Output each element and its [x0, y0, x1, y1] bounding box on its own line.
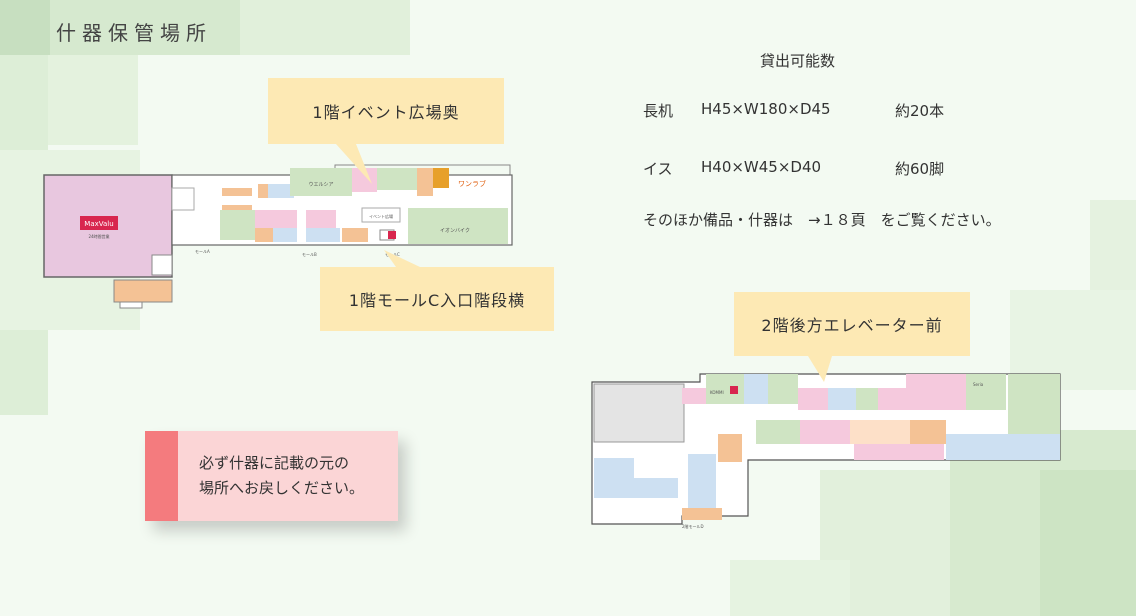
floor-map-1f: MaxValu 24時間営業 ウエルシア ワンラブ イオンバイク イベント広場 … — [43, 164, 513, 309]
svg-text:Seria: Seria — [973, 382, 984, 387]
svg-text:24時間営業: 24時間営業 — [88, 233, 109, 239]
page-title: 什器保管場所 — [56, 21, 212, 45]
svg-text:KOMMI: KOMMI — [710, 390, 724, 395]
svg-text:2階モールD: 2階モールD — [682, 523, 704, 529]
item-quantity: 約20本 — [895, 102, 945, 120]
svg-text:モールB: モールB — [302, 252, 317, 257]
return-notice-card: 必ず什器に記載の元の 場所へお戻しください。 — [145, 431, 398, 521]
map1-anchor-label: MaxValu — [84, 220, 113, 228]
svg-text:イベント広場: イベント広場 — [369, 213, 393, 219]
svg-text:ワンラブ: ワンラブ — [458, 179, 486, 188]
other-equipment-note: そのほか備品・什器は →１８頁 をご覧ください。 — [643, 211, 1001, 229]
item-name: イス — [643, 160, 673, 178]
lending-title: 貸出可能数 — [760, 52, 836, 70]
svg-text:ウエルシア: ウエルシア — [308, 181, 333, 188]
item-dimensions: H45×W180×D45 — [701, 100, 831, 118]
callout-1f-mall-c-stairs: 1階モールC入口階段横 — [320, 267, 554, 331]
callout-2f-elevator: 2階後方エレベーター前 — [734, 292, 970, 356]
item-quantity: 約60脚 — [895, 160, 945, 178]
callout-1f-event-plaza: 1階イベント広場奥 — [268, 78, 504, 144]
notice-accent-bar — [145, 431, 178, 521]
svg-text:モールA: モールA — [195, 249, 210, 254]
svg-text:イオンバイク: イオンバイク — [440, 228, 470, 234]
item-name: 長机 — [643, 102, 674, 120]
notice-text: 必ず什器に記載の元の 場所へお戻しください。 — [199, 454, 365, 497]
floor-map-2f: KOMMI Seria 2階モールD — [591, 373, 1061, 529]
item-dimensions: H40×W45×D40 — [701, 158, 822, 176]
